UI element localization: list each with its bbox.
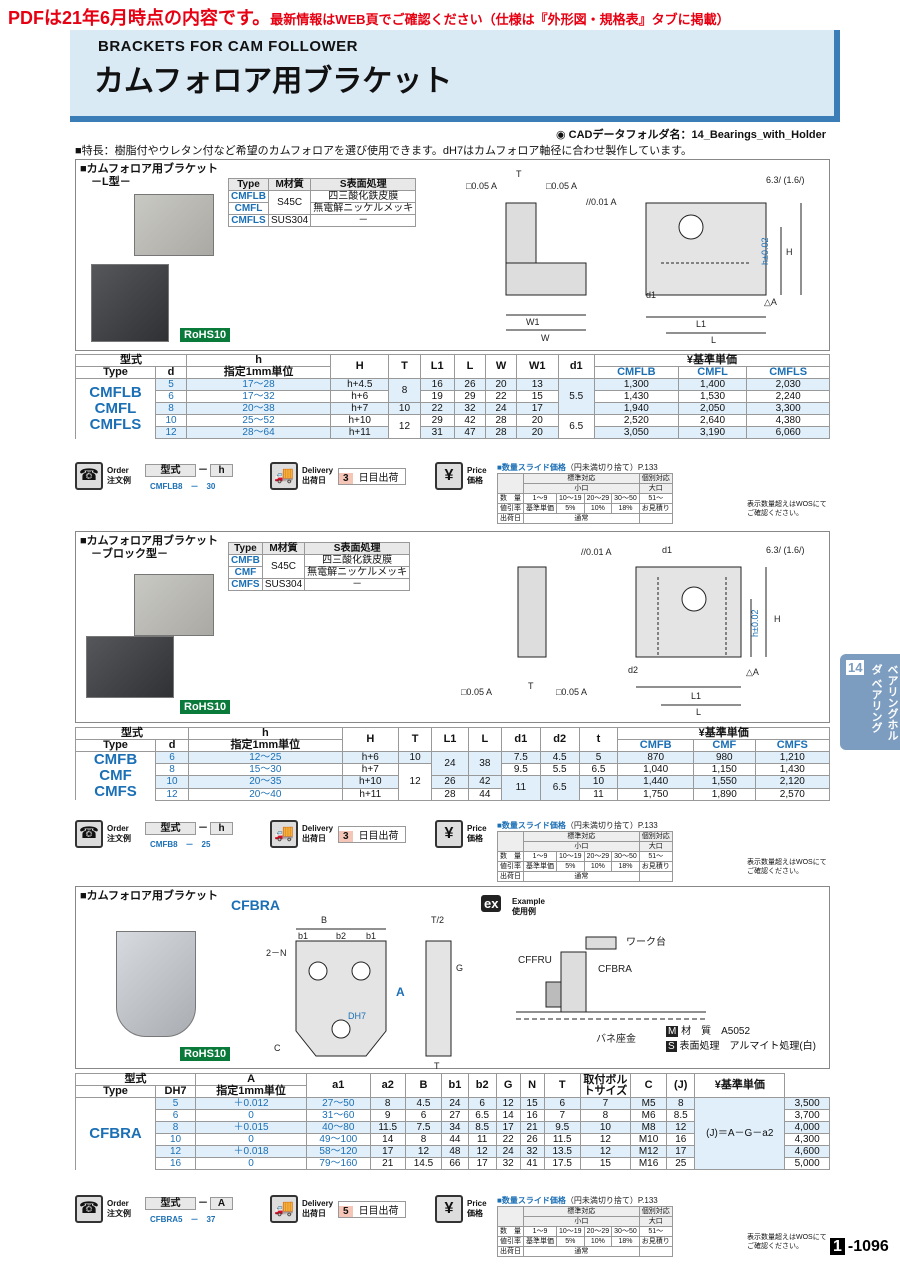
page-title: カムフォロア用ブラケット <box>94 65 453 98</box>
svg-text:H: H <box>774 614 781 624</box>
svg-text:2－N: 2－N <box>266 948 287 958</box>
pdf-notice: PDFは21年6月時点の内容です。最新情報はWEB頁でご確認ください（仕様は『外… <box>8 8 730 28</box>
block-type-drawing: H h±0.02 L1 L d1 d2 T □0.05 A □0.05 A //… <box>461 545 805 717</box>
svg-text:□0.05 A: □0.05 A <box>466 181 497 191</box>
svg-text:L: L <box>711 335 716 345</box>
svg-text:W: W <box>541 333 550 343</box>
svg-text:d2: d2 <box>628 665 638 675</box>
material-m: M 材 質 A5052 <box>666 1026 751 1037</box>
price-yen-icon: ¥ <box>435 1195 463 1223</box>
svg-text:△A: △A <box>764 297 777 307</box>
svg-text://0.01 A: //0.01 A <box>586 197 617 207</box>
delivery-truck-icon: 🚚 <box>270 462 298 490</box>
product-photo-silver <box>134 574 214 636</box>
svg-text:□0.05 A: □0.05 A <box>546 181 577 191</box>
order-example: CMFB8 － 25 <box>150 840 211 849</box>
feature-text: ■特長：樹脂付やウレタン付など希望のカムフォロアを選び使用できます。dH7はカム… <box>75 145 692 157</box>
svg-text:T: T <box>516 169 522 179</box>
cad-folder: ◉ CADデータフォルダ名：14_Bearings_with_Holder <box>556 129 826 141</box>
svg-text:G: G <box>456 963 463 973</box>
cfbra-drawing: B b1 b2 b1 2－N A DH7 C T/2 T G <box>266 915 463 1071</box>
rohs-badge: RoHS10 <box>180 328 231 342</box>
section-title: ■カムフォロア用ブラケット <box>80 890 218 902</box>
svg-text://0.01 A: //0.01 A <box>581 547 612 557</box>
material-s: S 表面処理 アルマイト処理(白) <box>666 1041 817 1052</box>
order-example-table: 型式－A <box>145 1197 233 1210</box>
delivery-truck-icon: 🚚 <box>270 820 298 848</box>
example-badge: ex <box>481 895 502 912</box>
order-example: CMFLB8 － 30 <box>150 482 216 491</box>
title-en: BRACKETS FOR CAM FOLLOWER <box>98 38 358 55</box>
svg-text:B: B <box>321 915 327 925</box>
page-number: 1-1096 <box>830 1238 892 1256</box>
order-icon: ☎ <box>75 462 103 490</box>
order-example-table: 型式－h <box>145 464 233 477</box>
svg-text:b1: b1 <box>298 931 308 941</box>
page-header: BRACKETS FOR CAM FOLLOWER カムフォロア用ブラケット <box>70 30 840 122</box>
section-title: ■カムフォロア用ブラケット －ブロック型－ <box>80 535 218 560</box>
svg-text:6.3/ (1.6/): 6.3/ (1.6/) <box>766 175 805 185</box>
svg-text:L: L <box>696 707 701 717</box>
l-type-drawing: H h±0.02 W1 W L1 L d1 T □0.05 A □0.05 A … <box>466 169 805 345</box>
svg-text:CFBRA: CFBRA <box>598 964 632 975</box>
order-example-table: 型式－h <box>145 822 233 835</box>
rohs-badge: RoHS10 <box>180 700 231 714</box>
svg-text:T: T <box>528 681 534 691</box>
svg-text:L1: L1 <box>691 691 701 701</box>
svg-text:□0.05 A: □0.05 A <box>461 687 492 697</box>
svg-text:ワーク台: ワーク台 <box>626 935 666 948</box>
side-tab-bearing-holder[interactable]: 14 ベアリングホルダ ベアリング <box>840 654 900 750</box>
svg-text:CFFRU: CFFRU <box>518 955 552 966</box>
svg-text:T: T <box>434 1061 440 1071</box>
svg-text:d1: d1 <box>646 290 656 300</box>
product-photo-black <box>86 636 174 698</box>
svg-text:△A: △A <box>746 667 759 677</box>
rohs-badge: RoHS10 <box>180 1047 231 1061</box>
product-photo-cfbra <box>116 931 196 1037</box>
svg-text:b2: b2 <box>336 931 346 941</box>
svg-text:H: H <box>786 247 793 257</box>
svg-text:C: C <box>274 1043 281 1053</box>
svg-text:DH7: DH7 <box>348 1011 366 1021</box>
svg-text:6.3/ (1.6/): 6.3/ (1.6/) <box>766 545 805 555</box>
product-photo-silver <box>134 194 214 256</box>
svg-text:b1: b1 <box>366 931 376 941</box>
svg-text:□0.05 A: □0.05 A <box>556 687 587 697</box>
price-yen-icon: ¥ <box>435 462 463 490</box>
svg-text:d1: d1 <box>662 545 672 555</box>
svg-text:A: A <box>396 985 405 999</box>
svg-text:h±0.02: h±0.02 <box>750 610 760 637</box>
order-icon: ☎ <box>75 1195 103 1223</box>
order-icon: ☎ <box>75 820 103 848</box>
svg-text:T/2: T/2 <box>431 915 444 925</box>
delivery-truck-icon: 🚚 <box>270 1195 298 1223</box>
section-title: ■カムフォロア用ブラケット －L型－ <box>80 163 218 188</box>
cfbra-code: CFBRA <box>231 897 280 913</box>
order-example: CFBRA5 － 37 <box>150 1215 216 1224</box>
svg-text:L1: L1 <box>696 319 706 329</box>
section-cfbra-panel: ■カムフォロア用ブラケット CFBRA RoHS10 B b1 b2 b1 2－N … <box>75 886 830 1071</box>
usage-example-drawing: ワーク台 CFFRU CFBRA バネ座金 <box>516 935 706 1045</box>
svg-text:バネ座金: バネ座金 <box>596 1032 636 1045</box>
svg-text:W1: W1 <box>526 317 540 327</box>
svg-text:h±0.02: h±0.02 <box>760 238 770 265</box>
product-photo-black <box>91 264 169 342</box>
price-yen-icon: ¥ <box>435 820 463 848</box>
